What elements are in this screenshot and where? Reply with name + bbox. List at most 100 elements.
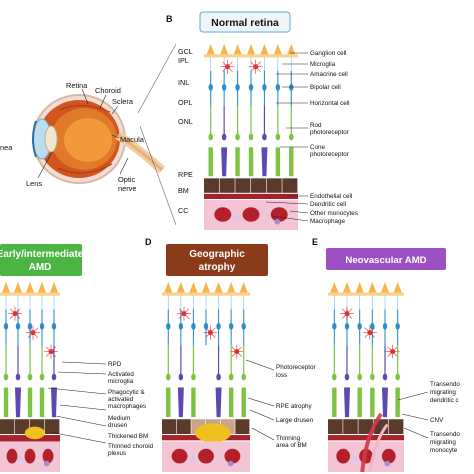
bipolar-cell: [191, 322, 196, 330]
label-thinned-choroid-line2: plexus: [108, 450, 126, 457]
label-macrophage: Macrophage: [310, 218, 346, 225]
retina-stack-geographic-atrophy: [162, 282, 250, 472]
rod-outer-segment: [241, 387, 246, 418]
ganglion-cell: [381, 282, 389, 293]
retina-stack-neovascular-amd: [328, 282, 404, 473]
label-photoreceptor-loss-line1: Photoreceptor: [276, 364, 316, 371]
ganglion-cell: [393, 282, 402, 293]
label-rod-line1: Rod: [310, 122, 322, 129]
rpe-cell: [219, 178, 235, 193]
rod-nucleus: [248, 133, 254, 141]
panel-b-letter: B: [166, 14, 173, 24]
bruchs-membrane: [328, 435, 404, 441]
panel-c-title-line1: Early/intermediate: [0, 249, 84, 260]
layer-inl: INL: [178, 78, 189, 87]
rod-outer-segment: [357, 387, 362, 418]
rod-nucleus: [27, 373, 33, 381]
ganglion-cell: [368, 282, 377, 293]
label-rod-line2: photoreceptor: [310, 129, 349, 136]
rod-nucleus: [357, 373, 362, 381]
cone-nucleus: [178, 373, 184, 381]
layer-ipl: IPL: [178, 56, 189, 65]
label-amacrine-cell: Amacrine cell: [310, 71, 348, 78]
rod-nucleus: [241, 373, 247, 381]
ganglion-cell: [343, 282, 351, 293]
capillary-lumen: [24, 448, 36, 464]
gcl-band: [204, 54, 298, 58]
rod-nucleus: [275, 133, 281, 141]
rod-outer-segment: [208, 147, 213, 177]
microglia: [12, 311, 18, 317]
capillary-lumen: [6, 448, 18, 464]
rpe-cell: [235, 178, 251, 193]
ganglion-cell: [239, 282, 248, 293]
rod-outer-segment: [370, 387, 375, 418]
eye-label-sclera: Sclera: [112, 97, 134, 106]
layer-onl: ONL: [178, 117, 193, 126]
retina-stack-normal: [204, 44, 298, 230]
rod-nucleus: [288, 133, 294, 141]
capillary-lumen: [270, 207, 288, 222]
label-large-drusen: Large drusen: [276, 417, 314, 424]
ganglion-cell: [273, 44, 282, 55]
label-thinning-line1: Thinning: [276, 435, 301, 442]
label-transendo-monocyte-line2: migrating: [430, 439, 456, 446]
label-activated-microglia-line1: Activated: [108, 371, 134, 378]
ganglion-cell: [247, 44, 255, 55]
ganglion-cell: [214, 282, 223, 293]
retina-stack-early-amd: [0, 282, 60, 472]
label-transendo-dendritic-line2: migrating: [430, 389, 456, 396]
panel-d-title-line2: atrophy: [199, 262, 236, 273]
label-endothelial-cell: Endothelial cell: [310, 193, 352, 200]
capillary-lumen: [336, 448, 351, 464]
cone-outer-segment: [221, 147, 228, 177]
layer-rpe: RPE: [178, 170, 193, 179]
ganglion-cell: [26, 282, 34, 293]
cone-nucleus: [262, 133, 267, 141]
ganglion-cell: [14, 282, 22, 293]
rpe-cell: [343, 419, 358, 434]
rod-nucleus: [395, 373, 400, 381]
monocyte: [233, 214, 241, 221]
ganglion-cell: [260, 44, 269, 55]
monocyte: [189, 456, 196, 463]
rpe-cell: [0, 419, 15, 434]
capillary-lumen: [42, 448, 54, 464]
label-phagocytic-line1: Phagocytic &: [108, 389, 146, 396]
rod-outer-segment: [228, 387, 234, 418]
drusen: [24, 426, 45, 440]
microglia: [181, 311, 187, 317]
rod-nucleus: [191, 373, 196, 381]
bipolar-cell: [357, 322, 362, 330]
bipolar-cell: [51, 322, 57, 330]
bipolar-cell: [289, 83, 294, 91]
label-medium-drusen-line2: drusen: [108, 422, 128, 429]
macula-leader: [111, 134, 120, 139]
rod-outer-segment: [248, 147, 254, 177]
dendritic-cell: [384, 460, 391, 467]
rod-nucleus: [370, 373, 375, 381]
cone-outer-segment: [51, 387, 57, 418]
panel-c-title-line2: AMD: [29, 262, 52, 273]
rpe-cell: [388, 419, 404, 434]
label-bipolar-cell: Bipolar cell: [310, 84, 341, 91]
panel-e-letter: E: [312, 237, 318, 247]
microglia: [390, 349, 396, 355]
microglia: [253, 64, 259, 70]
rod-nucleus: [39, 373, 45, 381]
panel-e-leaders: [397, 391, 429, 439]
cone-nucleus: [216, 373, 221, 381]
rod-nucleus: [208, 133, 214, 141]
bipolar-cell: [228, 322, 234, 330]
bipolar-cell: [216, 322, 221, 330]
eye-label-cornea: nea: [0, 143, 13, 152]
rod-outer-segment: [395, 387, 400, 418]
gcl-band: [328, 292, 404, 296]
bipolar-cell: [262, 83, 267, 91]
cone-outer-segment: [177, 387, 184, 418]
cone-nucleus: [51, 373, 57, 381]
panel-d: D Geographic atrophy Photoreceptor loss …: [145, 237, 316, 472]
bipolar-cell: [235, 83, 240, 91]
rod-nucleus: [332, 373, 337, 381]
